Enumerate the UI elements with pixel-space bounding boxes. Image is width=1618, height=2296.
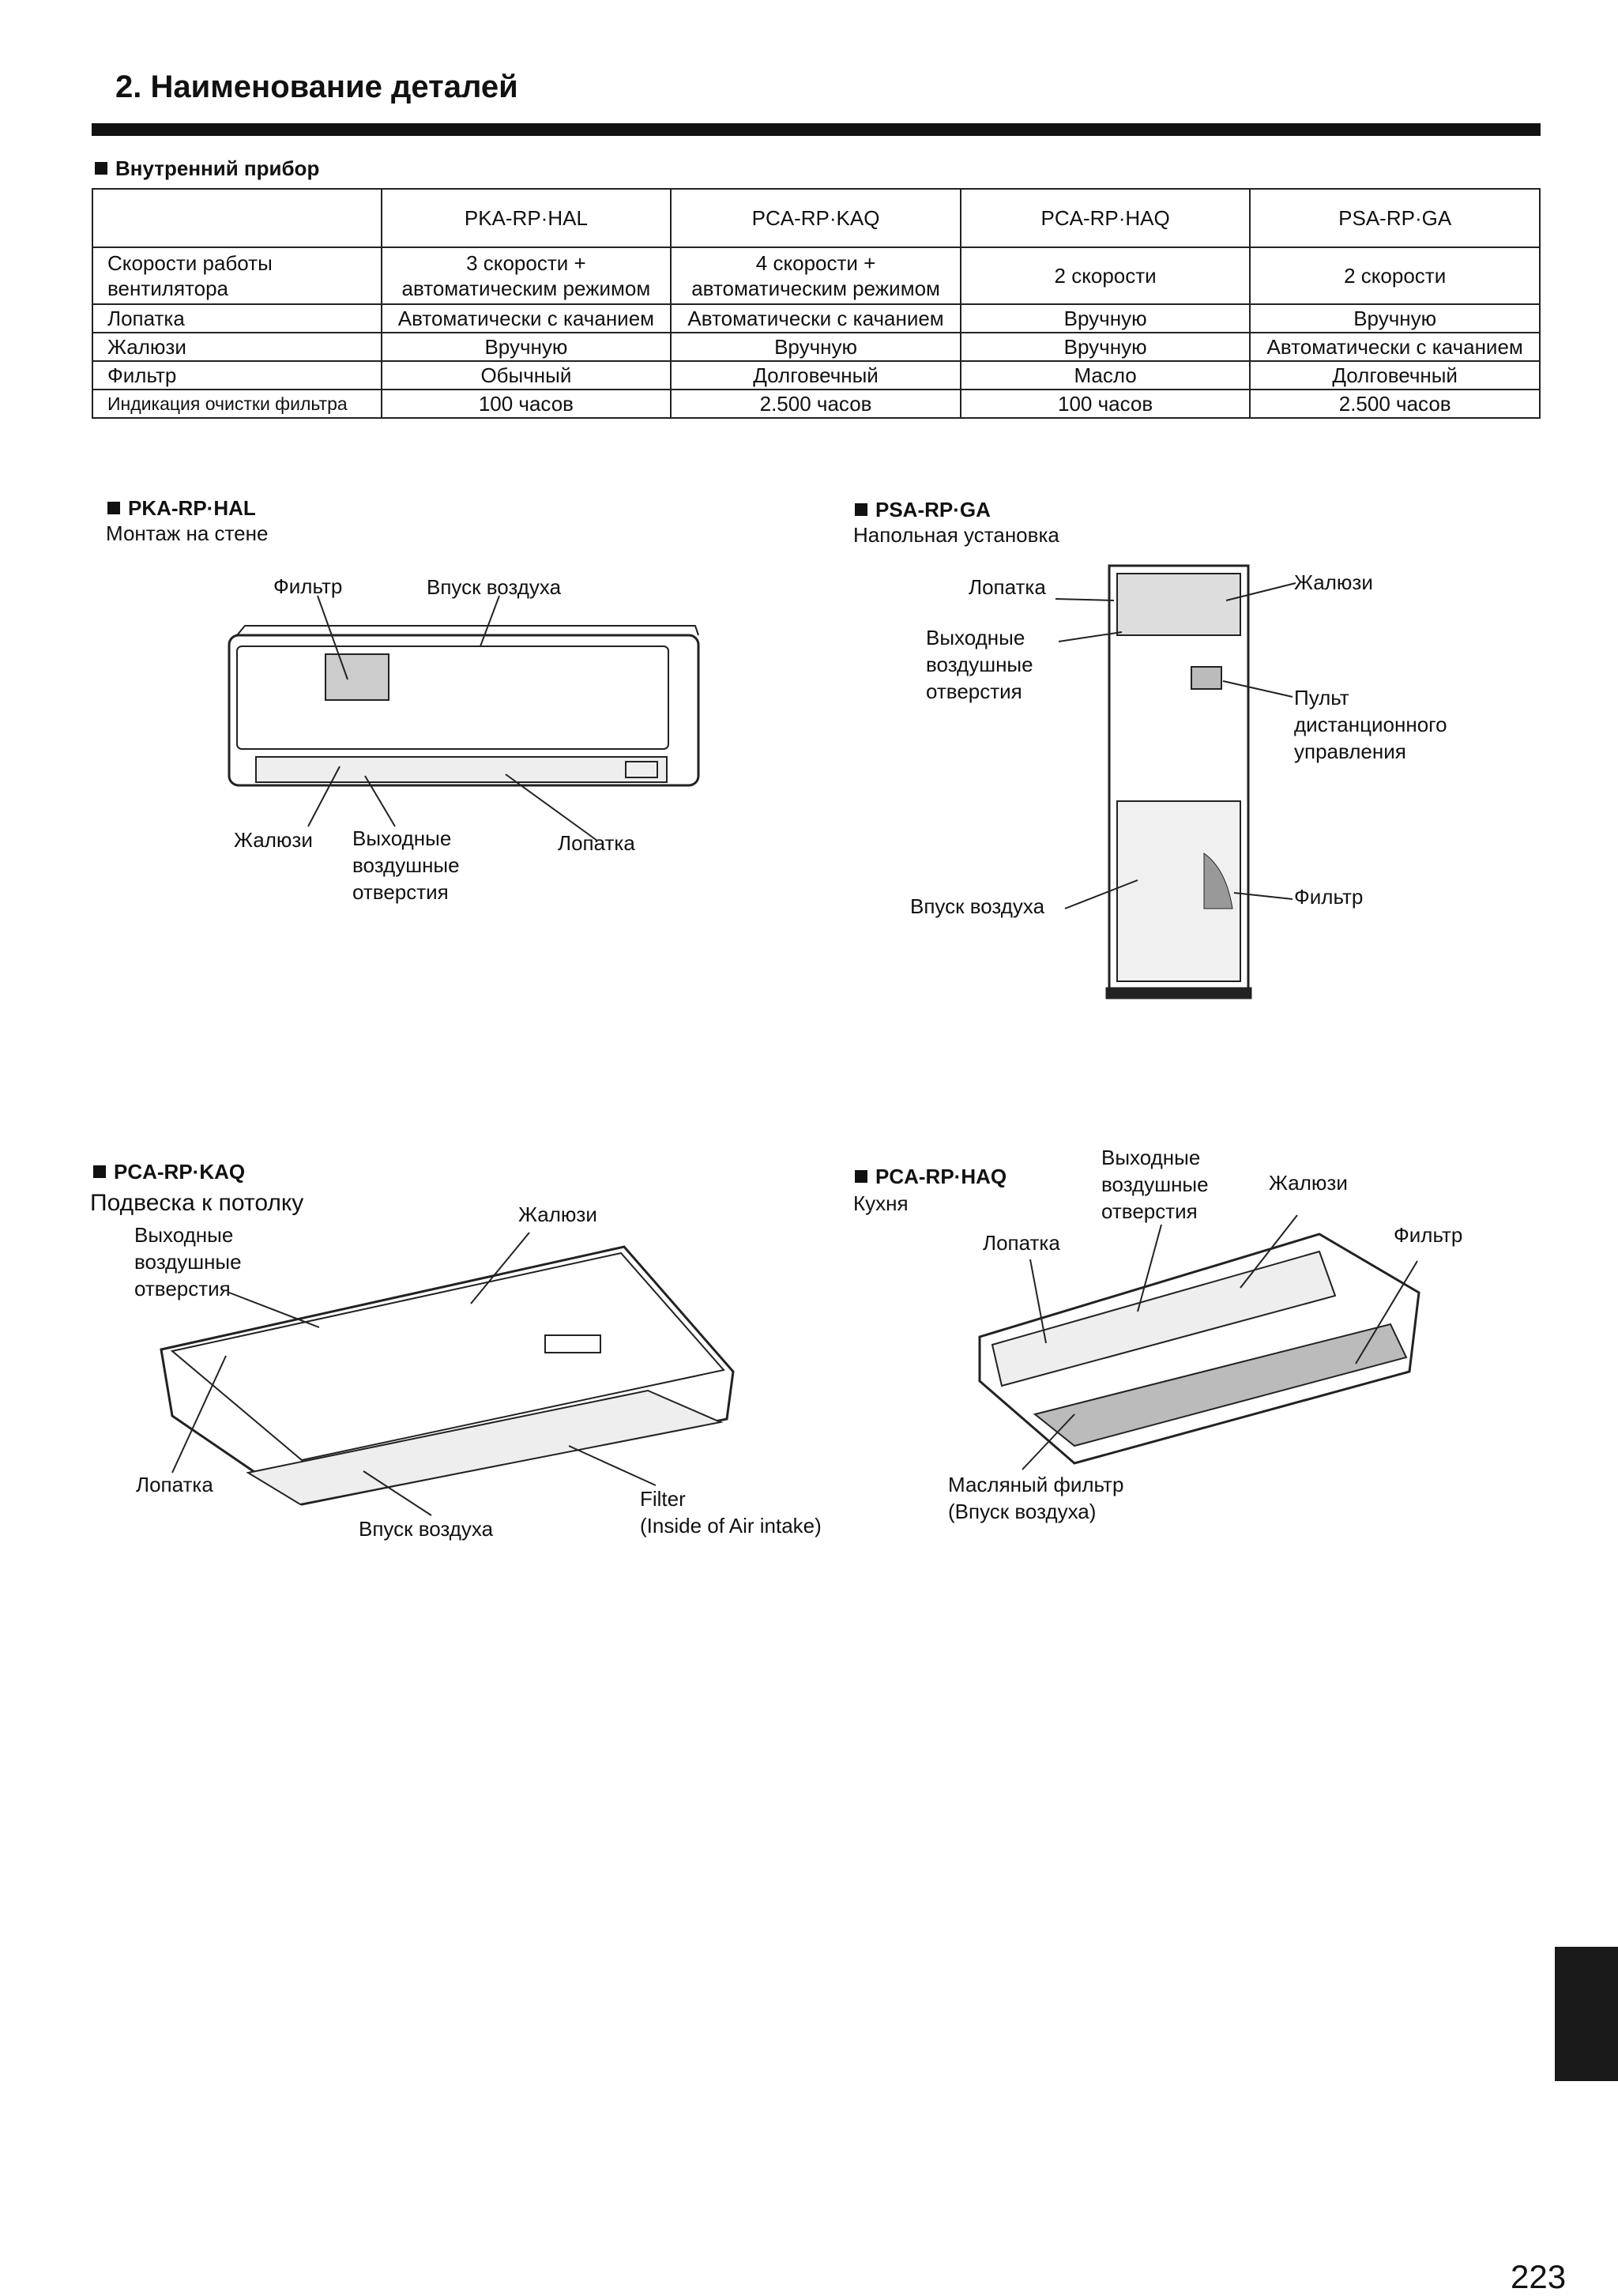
table-cell: Вручную <box>380 332 672 362</box>
table-cell: Автоматически с качанием <box>380 303 672 333</box>
section-heading: Внутренний прибор <box>95 156 319 181</box>
table-row: Жалюзи Вручную Вручную Вручную Автоматич… <box>92 332 1541 362</box>
row-label: Жалюзи <box>92 332 382 362</box>
psa-model: PSA-RP·GA <box>875 498 991 521</box>
table-header-cell: PKA-RP·HAL <box>380 188 672 248</box>
psa-label-remote: Пульт дистанционного управления <box>1294 686 1447 763</box>
kaq-label-vane: Лопатка <box>136 1473 213 1496</box>
table-cell: Вручную <box>959 332 1251 362</box>
table-header-cell: PCA-RP·HAQ <box>959 188 1251 248</box>
spec-table: PKA-RP·HAL PCA-RP·KAQ PCA-RP·HAQ PSA-RP·… <box>92 188 1541 419</box>
haq-subtitle: Кухня <box>853 1191 909 1215</box>
row-label: Фильтр <box>92 360 382 390</box>
bullet-square-icon <box>95 162 107 175</box>
kaq-ceiling-unit-drawing <box>160 1245 735 1506</box>
psa-label-intake: Впуск воздуха <box>910 894 1045 918</box>
bullet-square-icon <box>855 1170 867 1183</box>
pka-label-louver: Жалюзи <box>234 828 313 852</box>
table-cell: 2 скорости <box>959 247 1251 305</box>
kaq-subtitle: Подвеска к потолку <box>90 1190 304 1216</box>
pka-model: PKA-RP·HAL <box>128 496 256 520</box>
row-label: Лопатка <box>92 303 382 333</box>
bullet-square-icon <box>107 502 120 514</box>
page-number: 223 <box>1511 2258 1567 2295</box>
pka-label-intake: Впуск воздуха <box>427 575 562 599</box>
bullet-square-icon <box>855 503 867 516</box>
table-cell: 100 часов <box>959 389 1251 419</box>
table-row: Индикация очистки фильтра 100 часов 2.50… <box>92 389 1541 419</box>
table-row: Фильтр Обычный Долговечный Масло Долгове… <box>92 360 1541 390</box>
pka-label-filter: Фильтр <box>273 574 343 598</box>
table-cell: 2 скорости <box>1249 247 1541 305</box>
bullet-square-icon <box>93 1165 106 1178</box>
table-cell: Автоматически с качанием <box>1249 332 1541 362</box>
table-header-cell: PSA-RP·GA <box>1249 188 1541 248</box>
table-cell: 4 скорости + автоматическим режимом <box>670 247 961 305</box>
psa-floor-unit-drawing <box>1105 564 1252 999</box>
table-cell: 100 часов <box>380 389 672 419</box>
row-label: Скорости работы вентилятора <box>92 247 382 305</box>
table-cell: Автоматически с качанием <box>670 303 961 333</box>
haq-label-vane: Лопатка <box>983 1231 1060 1255</box>
psa-subtitle: Напольная установка <box>853 523 1059 547</box>
kaq-label-outlets: Выходные воздушные отверстия <box>134 1223 242 1300</box>
haq-kitchen-unit-drawing <box>978 1233 1420 1465</box>
haq-label-louver: Жалюзи <box>1269 1171 1348 1195</box>
psa-label-outlets: Выходные воздушные отверстия <box>926 626 1033 703</box>
haq-heading: PCA-RP·HAQ <box>855 1165 1007 1189</box>
table-cell: 3 скорости + автоматическим режимом <box>380 247 672 305</box>
table-cell: Вручную <box>959 303 1251 333</box>
table-cell: 2.500 часов <box>670 389 961 419</box>
haq-label-filter: Фильтр <box>1394 1223 1463 1247</box>
table-header-empty <box>92 188 382 248</box>
table-cell: Долговечный <box>1249 360 1541 390</box>
side-tab-marker <box>1555 1947 1618 2081</box>
table-header-cell: PCA-RP·KAQ <box>670 188 961 248</box>
kaq-model: PCA-RP·KAQ <box>114 1160 246 1184</box>
table-row: Лопатка Автоматически с качанием Автомат… <box>92 303 1541 333</box>
kaq-label-filter-line1: Filter <box>640 1487 686 1511</box>
table-header-row: PKA-RP·HAL PCA-RP·KAQ PCA-RP·HAQ PSA-RP·… <box>92 188 1541 248</box>
table-cell: Вручную <box>1249 303 1541 333</box>
haq-label-outlets: Выходные воздушные отверстия <box>1101 1146 1209 1223</box>
title-rule <box>92 123 1541 136</box>
pka-label-vane: Лопатка <box>558 831 635 855</box>
kaq-label-filter: Filter (Inside of Air intake) <box>640 1485 822 1539</box>
kaq-heading: PCA-RP·KAQ <box>93 1160 245 1184</box>
table-cell: Долговечный <box>670 360 961 390</box>
kaq-label-louver: Жалюзи <box>518 1203 597 1226</box>
table-cell: Масло <box>959 360 1251 390</box>
pka-subtitle: Монтаж на стене <box>106 521 269 545</box>
row-label: Индикация очистки фильтра <box>92 389 382 419</box>
pka-label-outlets: Выходные воздушные отверстия <box>352 826 460 904</box>
haq-model: PCA-RP·HAQ <box>875 1165 1007 1188</box>
page-title: 2. Наименование деталей <box>115 70 518 104</box>
section-heading-text: Внутренний прибор <box>115 156 320 180</box>
psa-label-louver: Жалюзи <box>1294 570 1373 594</box>
kaq-label-filter-line2: (Inside of Air intake) <box>640 1514 822 1538</box>
pka-wall-unit-drawing <box>228 625 700 787</box>
psa-heading: PSA-RP·GA <box>855 498 991 522</box>
leader-lines <box>171 582 1418 1516</box>
table-row: Скорости работы вентилятора 3 скорости +… <box>92 247 1541 305</box>
table-cell: Вручную <box>670 332 961 362</box>
table-cell: Обычный <box>380 360 672 390</box>
psa-label-vane: Лопатка <box>969 575 1046 599</box>
haq-label-oil-filter-line1: Масляный фильтр <box>948 1473 1124 1496</box>
kaq-label-intake: Впуск воздуха <box>359 1517 494 1541</box>
psa-label-filter: Фильтр <box>1294 885 1364 909</box>
haq-label-oil-filter: Масляный фильтр (Впуск воздуха) <box>948 1471 1123 1525</box>
table-cell: 2.500 часов <box>1249 389 1541 419</box>
pka-heading: PKA-RP·HAL <box>107 496 256 521</box>
haq-label-oil-filter-line2: (Впуск воздуха) <box>948 1500 1097 1523</box>
